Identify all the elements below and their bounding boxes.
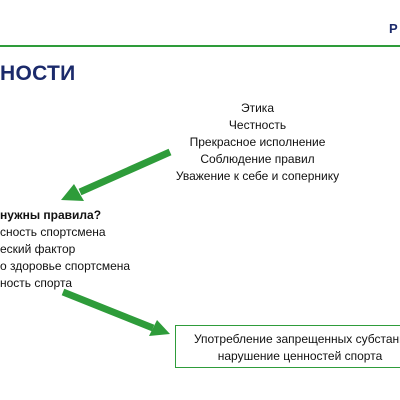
question-item: сность спортсмена (0, 225, 106, 239)
result-box (175, 325, 400, 368)
value-item: Честность (228, 118, 287, 132)
arrow-values-to-question (61, 148, 172, 201)
value-item: Уважение к себе и сопернику (175, 169, 340, 183)
value-item: Прекрасное исполнение (189, 135, 326, 149)
header-divider (0, 45, 400, 47)
header-corner-text: P (389, 21, 398, 36)
value-item: Этика (240, 101, 274, 115)
question-item: о здоровье спортсмена (0, 259, 131, 273)
question-block: нужны правила? сность спортсмена еский ф… (0, 207, 130, 292)
question-item: еский фактор (0, 242, 76, 256)
values-list: Этика Честность Прекрасное исполнение Со… (150, 100, 365, 185)
result-line: нарушение ценностей спорта (217, 349, 383, 363)
question-title: нужны правила? (0, 208, 102, 222)
result-line: Употребление запрещенных субстанц (193, 332, 400, 346)
question-item: ность спорта (0, 276, 72, 290)
arrow-question-to-result (61, 288, 170, 336)
slide-title: НОСТИ (0, 62, 76, 85)
value-item: Соблюдение правил (200, 152, 315, 166)
result-text: Употребление запрещенных субстанц наруше… (180, 331, 400, 365)
